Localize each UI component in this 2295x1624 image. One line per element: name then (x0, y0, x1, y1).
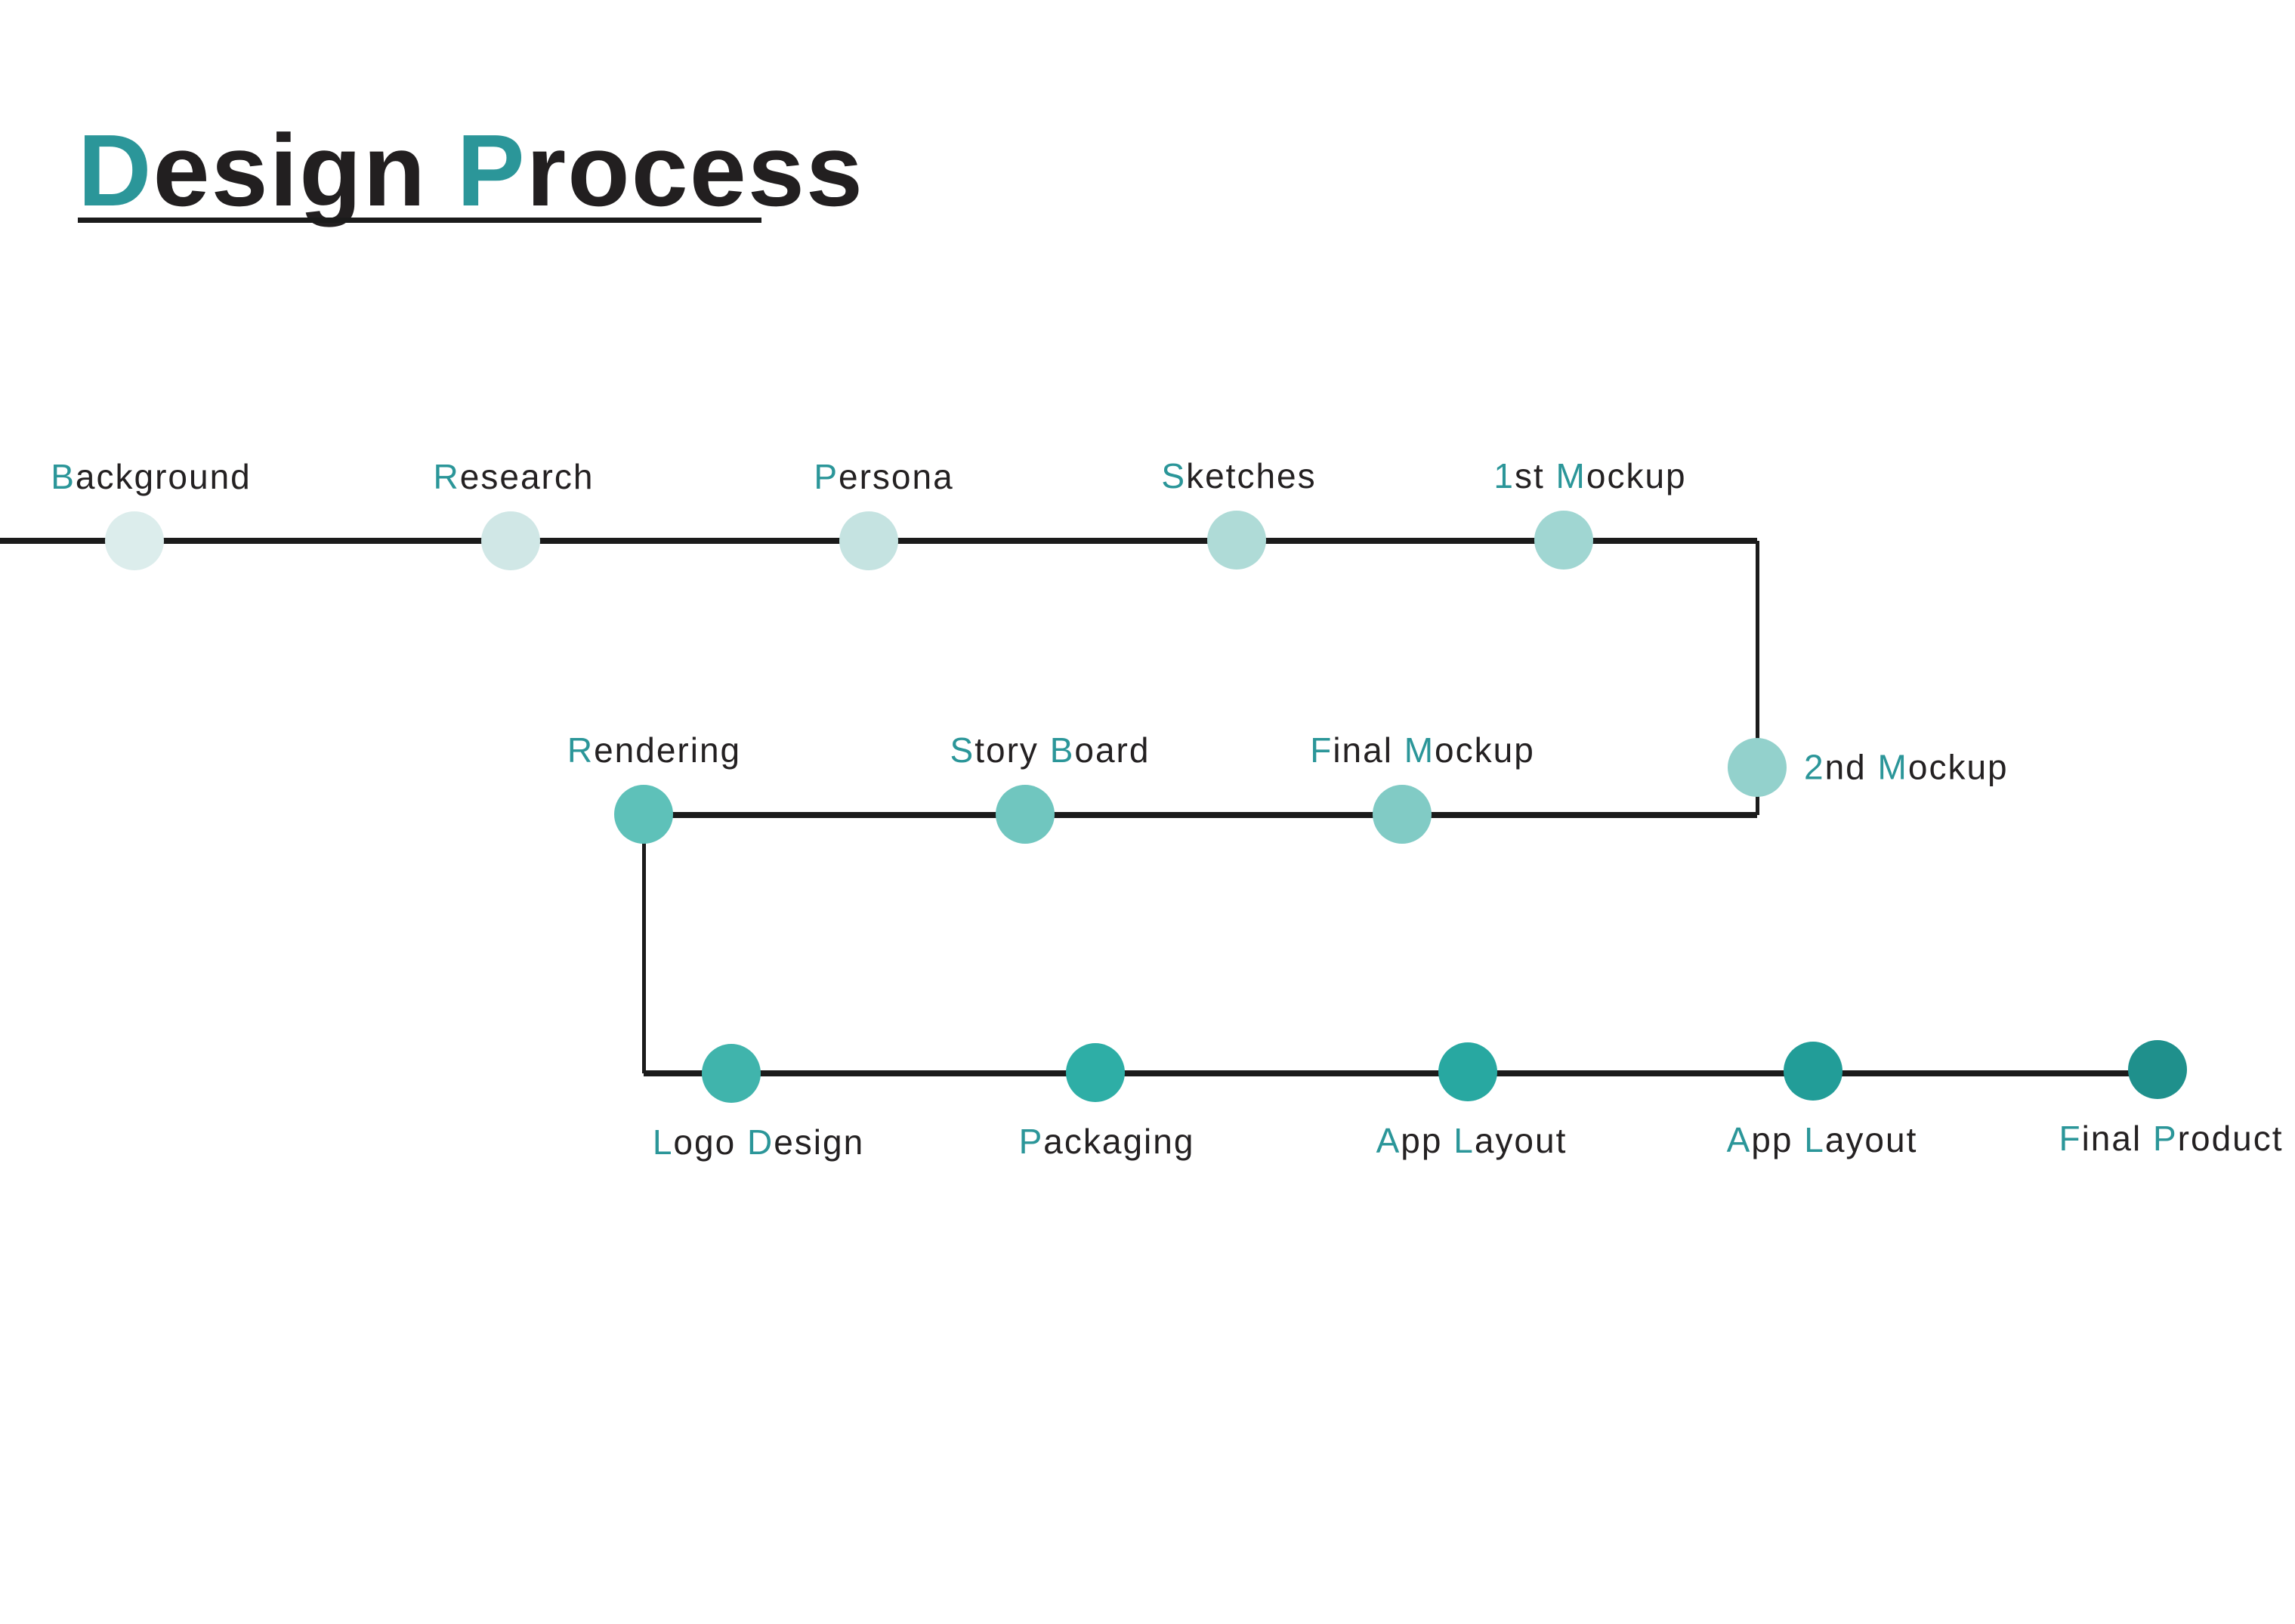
accent-letter: M (1555, 456, 1586, 496)
accent-letter: A (1376, 1121, 1401, 1160)
label-text: oard (1074, 730, 1151, 770)
accent-letter: S (1161, 456, 1187, 496)
accent-letter: P (814, 457, 839, 496)
accent-letter: 2 (1804, 747, 1825, 787)
step-circle-app-layout-step-13 (1784, 1042, 1842, 1101)
step-label-research-step-2: Research (434, 456, 595, 498)
label-text: ersona (839, 457, 954, 496)
label-text: tory (975, 730, 1050, 770)
title-underline (78, 218, 761, 223)
step-circle-rendering-step-9 (614, 785, 673, 844)
accent-letter: 1 (1493, 456, 1515, 496)
accent-letter: R (567, 730, 595, 770)
accent-letter: D (746, 1122, 774, 1162)
label-text: esign (774, 1122, 865, 1162)
step-label-2nd-mockup-step-6: 2nd Mockup (1804, 746, 2009, 788)
accent-letter: F (2059, 1119, 2082, 1158)
step-circle-app-layout-step-12 (1438, 1042, 1497, 1101)
step-circle-final-product-step-14 (2128, 1040, 2187, 1099)
step-label-1st-mockup-step-5: 1st Mockup (1493, 455, 1686, 497)
accent-letter: F (1310, 730, 1333, 770)
accent-letter: B (1049, 730, 1075, 770)
step-circle-packaging-step-11 (1066, 1043, 1125, 1102)
step-circle-story-board-step-8 (996, 785, 1055, 844)
accent-letter: M (1404, 730, 1435, 770)
step-circle-sketches-step-4 (1207, 511, 1266, 570)
label-text: ogo (673, 1122, 747, 1162)
step-label-story-board-step-8: Story Board (950, 730, 1151, 771)
step-label-app-layout-step-12: App Layout (1376, 1120, 1568, 1162)
label-text: ockup (1435, 730, 1535, 770)
label-text: roduct (2177, 1119, 2284, 1158)
label-text: pp (1401, 1121, 1454, 1160)
label-text: ackground (75, 457, 252, 496)
step-circle-2nd-mockup-step-6 (1728, 738, 1787, 797)
step-label-app-layout-step-13: App Layout (1727, 1119, 1918, 1161)
accent-letter: A (1726, 1120, 1752, 1159)
label-text: ketches (1186, 456, 1317, 496)
accent-letter: P (2152, 1119, 2178, 1158)
step-label-final-product-step-14: Final Product (2059, 1118, 2283, 1159)
label-text: nd (1824, 747, 1878, 787)
accent-letter: L (1804, 1120, 1825, 1159)
timeline-connector-4 (642, 815, 646, 1073)
accent-letter: P (1018, 1122, 1044, 1161)
step-label-final-mockup-step-7: Final Mockup (1310, 730, 1535, 771)
label-text: ockup (1907, 747, 2009, 787)
label-text: ayout (1824, 1120, 1918, 1159)
accent-letter: S (950, 730, 975, 770)
step-circle-logo-design-step-10 (702, 1044, 761, 1103)
step-label-background-step-1: Background (51, 456, 252, 498)
label-text: endering (594, 730, 742, 770)
label-text: esearch (459, 457, 595, 496)
accent-letter: L (1453, 1121, 1475, 1160)
label-text: ackaging (1043, 1122, 1195, 1161)
accent-letter: M (1877, 747, 1908, 787)
step-circle-persona-step-3 (839, 511, 898, 570)
accent-letter: P (456, 113, 527, 227)
timeline-connector-3 (644, 812, 1757, 818)
step-circle-background-step-1 (105, 511, 164, 570)
accent-letter: L (652, 1122, 674, 1162)
label-text: esign (153, 113, 457, 227)
label-text: st (1514, 456, 1556, 496)
accent-letter: B (51, 457, 76, 496)
step-label-logo-design-step-10: Logo Design (653, 1122, 864, 1163)
page-title: Design Process (78, 112, 864, 229)
accent-letter: R (433, 457, 460, 496)
accent-letter: D (78, 113, 153, 227)
step-circle-final-mockup-step-7 (1373, 785, 1432, 844)
label-text: inal (2081, 1119, 2153, 1158)
label-text: inal (1333, 730, 1404, 770)
timeline-connector-5 (644, 1070, 2159, 1076)
step-circle-1st-mockup-step-5 (1534, 511, 1593, 570)
label-text: pp (1751, 1120, 1805, 1159)
step-label-persona-step-3: Persona (814, 456, 953, 498)
step-label-rendering-step-9: Rendering (567, 730, 741, 771)
step-circle-research-step-2 (481, 511, 540, 570)
label-text: rocess (526, 113, 864, 227)
step-label-packaging-step-11: Packaging (1019, 1121, 1195, 1162)
step-label-sketches-step-4: Sketches (1161, 455, 1316, 497)
label-text: ockup (1586, 456, 1687, 496)
timeline-connector-2 (1756, 541, 1759, 815)
label-text: ayout (1474, 1121, 1568, 1160)
